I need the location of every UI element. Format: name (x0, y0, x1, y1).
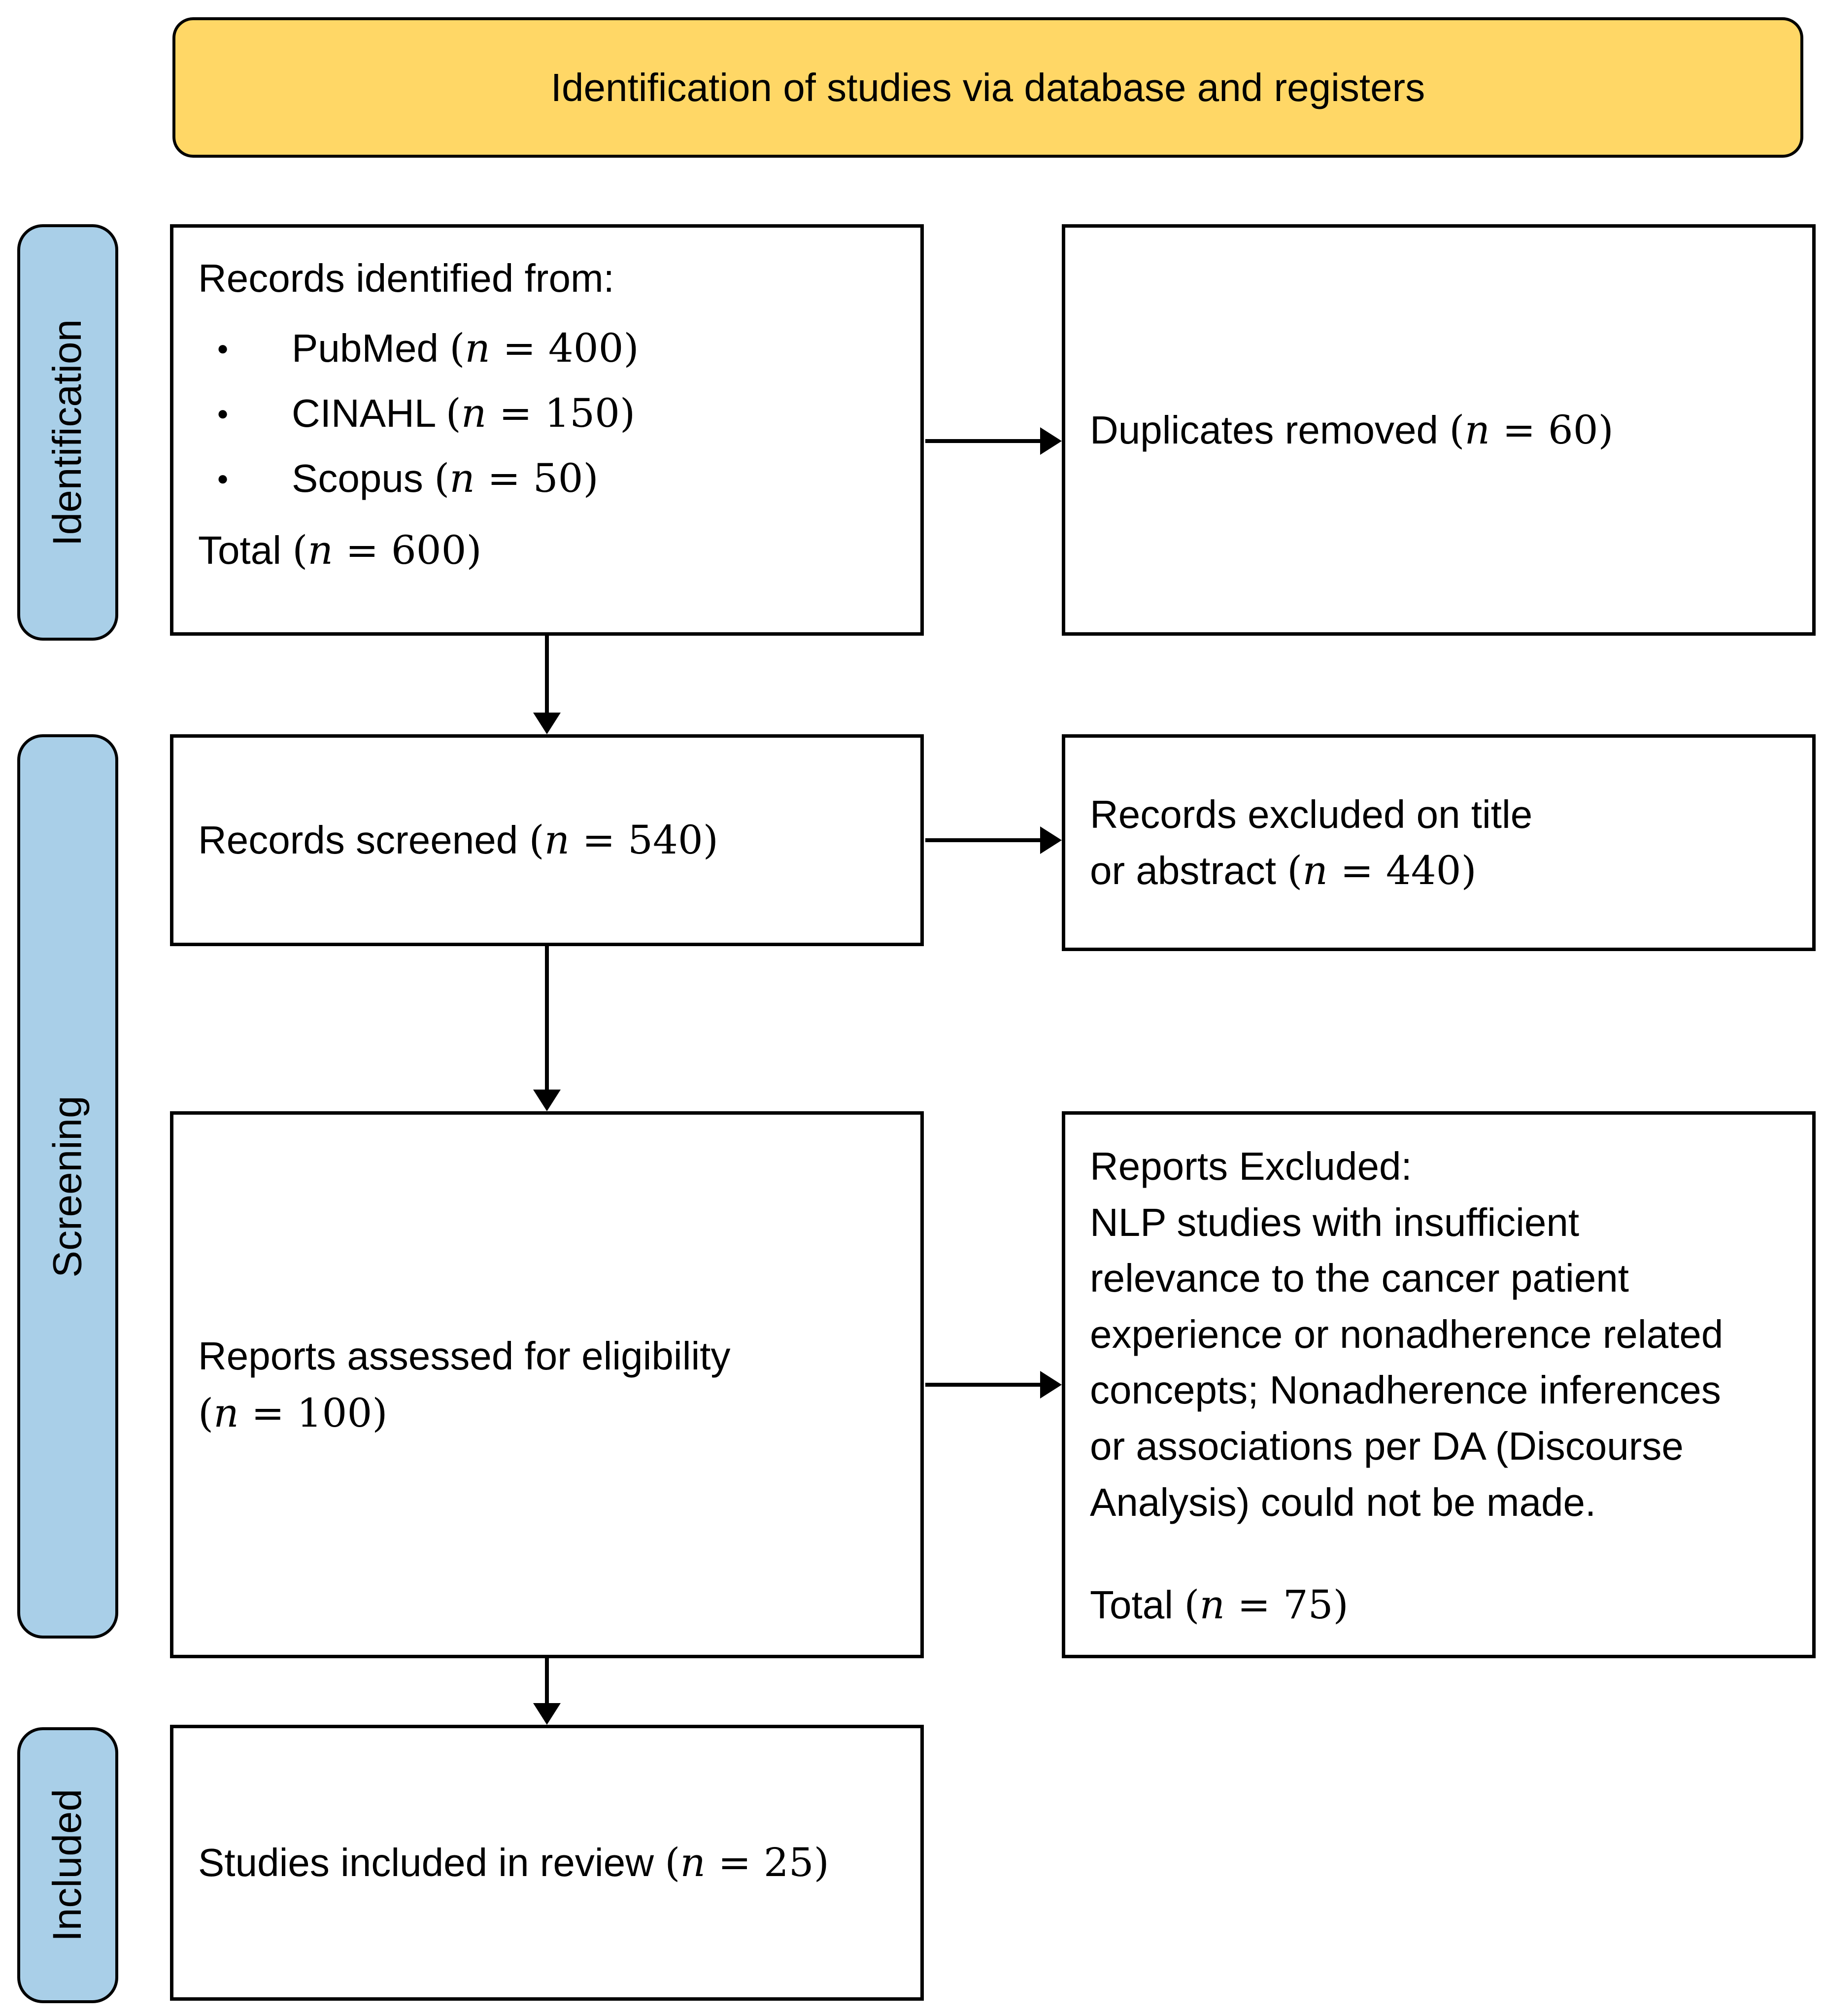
records-excluded-box: Records excluded on title or abstract (n… (1062, 734, 1816, 951)
duplicates-removed-box: Duplicates removed (n = 60) (1062, 224, 1816, 636)
studies-included-label: Studies included in review (198, 1841, 654, 1884)
reports-excluded-total-label: Total (1090, 1583, 1173, 1627)
source-cinahl-label: CINAHL (292, 391, 435, 435)
records-identified-total-count: (n = 600) (292, 527, 482, 573)
source-scopus-label: Scopus (292, 456, 423, 500)
studies-included-text: Studies included in review (n = 25) (198, 1834, 903, 1891)
records-screened-text: Records screened (n = 540) (198, 812, 903, 869)
records-identified-box: Records identified from: PubMed (n = 400… (170, 224, 924, 636)
reports-excluded-body-line4: concepts; Nonadherence inferences (1090, 1368, 1721, 1412)
reports-excluded-body-line2: relevance to the cancer patient (1090, 1256, 1629, 1300)
records-screened-label: Records screened (198, 818, 518, 862)
studies-included-box: Studies included in review (n = 25) (170, 1725, 924, 2001)
reports-excluded-title: Reports Excluded: (1090, 1144, 1412, 1188)
records-excluded-line2-label: or abstract (1090, 849, 1276, 892)
duplicates-removed-label: Duplicates removed (1090, 408, 1438, 452)
source-cinahl: CINAHL (n = 150) (198, 385, 896, 442)
reports-excluded-total-count: (n = 75) (1184, 1582, 1349, 1628)
reports-excluded-body-line5: or associations per DA (Discourse (1090, 1424, 1684, 1468)
stage-identification: Identification (17, 224, 118, 641)
records-excluded-line2: or abstract (n = 440) (1090, 843, 1795, 899)
source-scopus: Scopus (n = 50) (198, 450, 896, 507)
stage-screening-label: Screening (45, 1095, 90, 1278)
stage-included: Included (17, 1727, 118, 2003)
reports-assessed-label: Reports assessed for eligibility (198, 1334, 731, 1378)
stage-identification-label: Identification (45, 319, 90, 546)
reports-assessed-box: Reports assessed for eligibility (n = 10… (170, 1111, 924, 1658)
arrow-assessed-to-reports-excluded (925, 1371, 1062, 1399)
reports-assessed-count: (n = 100) (198, 1390, 388, 1436)
records-identified-total: Total (n = 600) (198, 522, 896, 579)
arrow-screened-to-excluded (925, 826, 1062, 854)
arrow-assessed-to-included (533, 1657, 561, 1725)
studies-included-count: (n = 25) (665, 1840, 829, 1885)
duplicates-removed-count: (n = 60) (1449, 407, 1614, 453)
records-identified-sources: PubMed (n = 400) CINAHL (n = 150) Scopus… (173, 320, 920, 507)
stage-screening: Screening (17, 734, 118, 1639)
source-scopus-count: (n = 50) (434, 455, 599, 501)
reports-excluded-body-line1: NLP studies with insufficient (1090, 1200, 1580, 1244)
records-identified-total-label: Total (198, 528, 281, 572)
reports-excluded-box: Reports Excluded: NLP studies with insuf… (1062, 1111, 1816, 1658)
arrow-screened-to-assessed (533, 945, 561, 1111)
reports-excluded-total: Total (n = 75) (1090, 1577, 1793, 1633)
records-screened-box: Records screened (n = 540) (170, 734, 924, 946)
arrow-identified-to-duplicates (925, 427, 1062, 455)
records-identified-intro: Records identified from: (198, 256, 614, 300)
reports-excluded-body-line6: Analysis) could not be made. (1090, 1480, 1596, 1524)
records-excluded-line1: Records excluded on title (1090, 792, 1533, 837)
source-cinahl-count: (n = 150) (445, 390, 636, 436)
source-pubmed-count: (n = 400) (449, 325, 639, 371)
records-screened-count: (n = 540) (529, 817, 718, 863)
records-excluded-count: (n = 440) (1287, 848, 1477, 893)
reports-excluded-body-line3: experience or nonadherence related (1090, 1312, 1724, 1356)
source-pubmed-label: PubMed (292, 326, 439, 370)
stage-included-label: Included (45, 1788, 90, 1942)
arrow-identified-to-screened (533, 635, 561, 734)
duplicates-removed-text: Duplicates removed (n = 60) (1090, 402, 1795, 459)
header-banner: Identification of studies via database a… (172, 17, 1803, 158)
header-title: Identification of studies via database a… (550, 65, 1425, 109)
source-pubmed: PubMed (n = 400) (198, 320, 896, 377)
